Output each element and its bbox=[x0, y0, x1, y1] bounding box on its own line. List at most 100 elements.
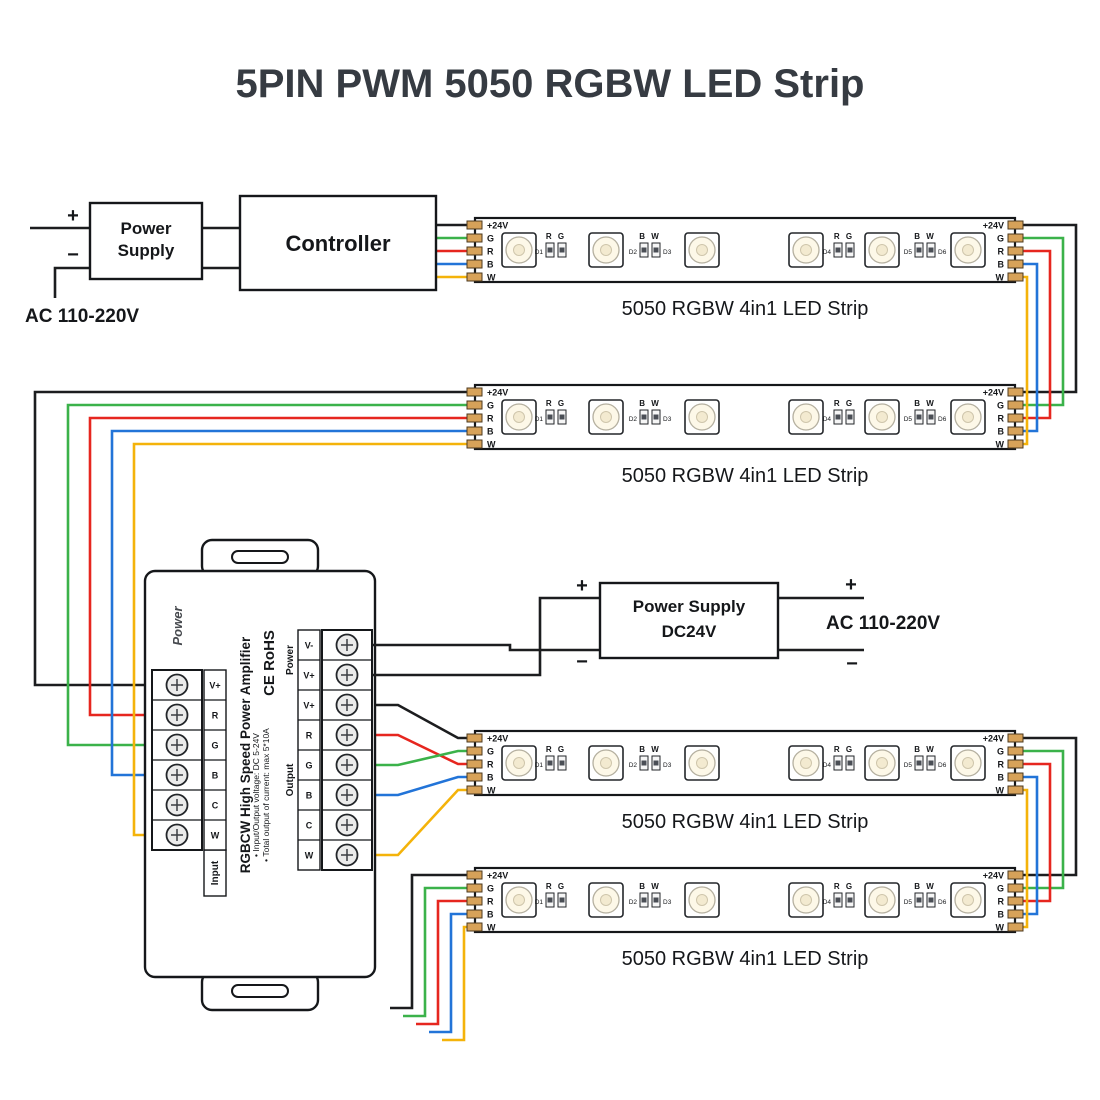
resistor-band bbox=[916, 414, 922, 420]
wire-s4-out-g bbox=[403, 886, 468, 1018]
resistor-pair-label: B W bbox=[914, 232, 936, 241]
pad-label-right: R bbox=[998, 760, 1005, 770]
wire-s1-s2-b bbox=[1023, 262, 1039, 433]
solder-pad-left bbox=[466, 259, 483, 269]
pad-label-right: W bbox=[996, 440, 1005, 450]
resistor-ref-left: D2 bbox=[629, 899, 638, 906]
resistor-band bbox=[547, 247, 553, 253]
resistor-pair-label: B W bbox=[639, 882, 661, 891]
pad-label-right: G bbox=[997, 401, 1004, 411]
psu1-ac-minus-wire bbox=[53, 266, 90, 298]
led-die bbox=[876, 244, 888, 256]
pad-label-left: R bbox=[487, 247, 494, 257]
solder-pad-right bbox=[1007, 909, 1024, 919]
pad-label-right: B bbox=[998, 427, 1005, 437]
solder-pad-right bbox=[1007, 259, 1024, 269]
pad-label-left: +24V bbox=[487, 221, 508, 231]
solder-pad-left bbox=[466, 246, 483, 256]
pin-label: R bbox=[212, 711, 219, 721]
resistor-pair-label: R G bbox=[834, 882, 854, 891]
pad-label-right: +24V bbox=[983, 388, 1004, 398]
solder-pad-left bbox=[466, 220, 483, 230]
resistor-band bbox=[641, 414, 647, 420]
psu1-plus-sign: + bbox=[67, 205, 79, 227]
wire-amp-s3-b bbox=[372, 775, 470, 797]
solder-pad-right bbox=[1007, 246, 1024, 256]
wire-amp-s3-r bbox=[372, 733, 470, 766]
resistor-band bbox=[641, 897, 647, 903]
resistor-ref-left: D5 bbox=[904, 762, 913, 769]
pin-label: V- bbox=[305, 641, 314, 651]
solder-pad-right bbox=[1007, 896, 1024, 906]
solder-pad-right bbox=[1007, 870, 1024, 880]
pad-label-right: +24V bbox=[983, 221, 1004, 231]
pad-label-right: +24V bbox=[983, 871, 1004, 881]
solder-pad-left bbox=[466, 785, 483, 795]
led-die bbox=[962, 894, 974, 906]
pad-label-left: W bbox=[487, 440, 496, 450]
resistor-ref-right: D3 bbox=[663, 762, 672, 769]
resistor-band bbox=[847, 897, 853, 903]
amp-brand-logo: Power bbox=[170, 606, 185, 646]
wire-s2-amp-r bbox=[88, 416, 468, 717]
solder-pad-left bbox=[466, 400, 483, 410]
solder-pad-left bbox=[466, 746, 483, 756]
amp-output-label: Output bbox=[285, 763, 296, 796]
pin-label: B bbox=[212, 771, 219, 781]
pad-label-right: W bbox=[996, 786, 1005, 796]
wire-s2-amp-24v bbox=[33, 390, 468, 687]
psu2-plus-sign-right: + bbox=[845, 574, 857, 596]
wire-s3-s4-b bbox=[1023, 775, 1039, 916]
led-die bbox=[800, 244, 812, 256]
resistor-pair-label: R G bbox=[834, 232, 854, 241]
resistor-band bbox=[847, 760, 853, 766]
psu2-ac-label: AC 110-220V bbox=[826, 613, 940, 634]
psu2-amp-minus-wire bbox=[372, 643, 600, 652]
psu2-plus-sign-left: + bbox=[576, 575, 588, 597]
psu1-label-line2: Supply bbox=[118, 241, 175, 260]
pin-label: C bbox=[212, 801, 219, 811]
resistor-pair-label: B W bbox=[639, 232, 661, 241]
resistor-ref-left: D1 bbox=[535, 762, 544, 769]
pad-label-left: B bbox=[487, 773, 494, 783]
amp-top-mount-slot bbox=[231, 550, 289, 564]
resistor-band bbox=[653, 897, 659, 903]
strip-caption: 5050 RGBW 4in1 LED Strip bbox=[622, 811, 869, 833]
resistor-ref-left: D5 bbox=[904, 249, 913, 256]
resistor-ref-right: D6 bbox=[938, 899, 947, 906]
amp-ce-rohs-mark: CE RoHS bbox=[261, 630, 278, 696]
resistor-band bbox=[916, 897, 922, 903]
resistor-pair-label: R G bbox=[546, 882, 566, 891]
led-die bbox=[600, 757, 612, 769]
resistor-band bbox=[916, 760, 922, 766]
strip2-amplifier-wires bbox=[33, 390, 468, 837]
led-die bbox=[513, 411, 525, 423]
resistor-ref-left: D5 bbox=[904, 899, 913, 906]
pin-label: V+ bbox=[209, 681, 220, 691]
solder-pad-right bbox=[1007, 400, 1024, 410]
led-die bbox=[696, 244, 708, 256]
resistor-pair-label: R G bbox=[546, 232, 566, 241]
solder-pad-left bbox=[466, 759, 483, 769]
pad-label-right: R bbox=[998, 247, 1005, 257]
resistor-band bbox=[928, 897, 934, 903]
psu1-ac-label: AC 110-220V bbox=[25, 306, 139, 327]
wire-s2-amp-w bbox=[132, 442, 468, 837]
pad-label-left: +24V bbox=[487, 871, 508, 881]
led-die bbox=[962, 411, 974, 423]
resistor-band bbox=[547, 760, 553, 766]
solder-pad-left bbox=[466, 870, 483, 880]
amplifier-strip3-wires bbox=[372, 703, 470, 857]
pad-label-right: G bbox=[997, 884, 1004, 894]
led-die bbox=[513, 894, 525, 906]
solder-pad-right bbox=[1007, 759, 1024, 769]
wire-s3-s4-w bbox=[1023, 788, 1029, 929]
amp-input-label: Input bbox=[210, 860, 221, 885]
resistor-pair-label: B W bbox=[639, 399, 661, 408]
led-die bbox=[800, 894, 812, 906]
strip4-output-bundle bbox=[390, 873, 468, 1042]
